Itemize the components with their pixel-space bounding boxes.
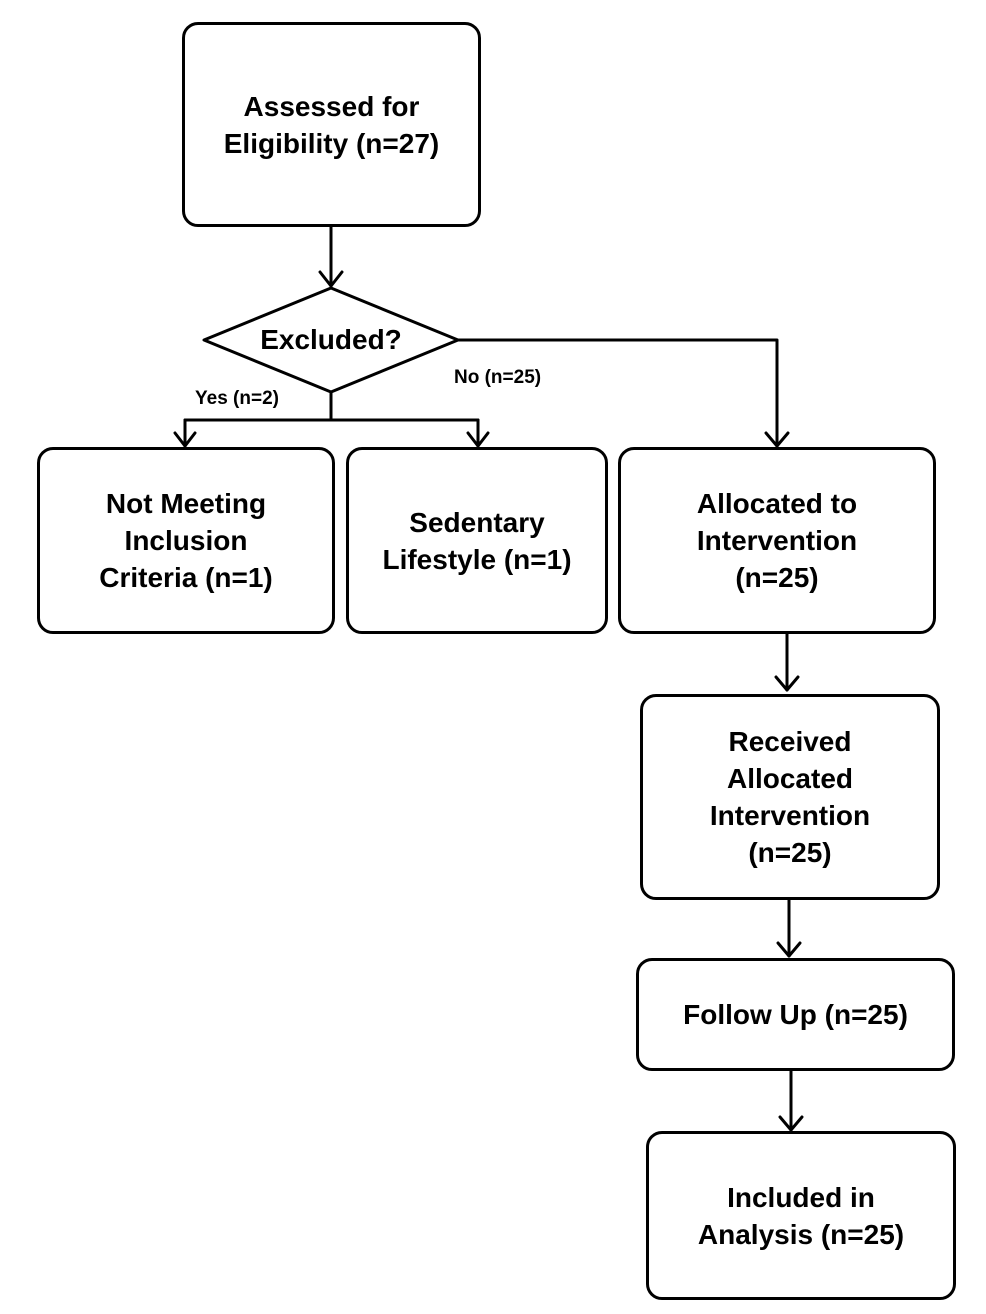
not-meeting-box: Not Meeting Inclusion Criteria (n=1): [37, 447, 335, 634]
follow-up-box: Follow Up (n=25): [636, 958, 955, 1071]
arrow-to-received: [774, 675, 800, 692]
arrow-to-not-meeting: [173, 431, 197, 448]
included-box: Included in Analysis (n=25): [646, 1131, 956, 1300]
sedentary-box: Sedentary Lifestyle (n=1): [346, 447, 608, 634]
arrow-to-allocated: [764, 431, 790, 448]
sedentary-label: Sedentary Lifestyle (n=1): [382, 506, 572, 575]
allocated-label: Allocated to Intervention (n=25): [696, 488, 858, 593]
not-meeting-label: Not Meeting Inclusion Criteria (n=1): [99, 488, 273, 593]
arrow-to-sedentary: [466, 431, 490, 448]
received-label: Received Allocated Intervention (n=25): [709, 726, 871, 868]
assessed-box: Assessed for Eligibility (n=27): [182, 22, 481, 227]
no-branch-label: No (n=25): [454, 367, 542, 388]
received-box: Received Allocated Intervention (n=25): [640, 694, 940, 900]
no-branch-line: [456, 338, 779, 448]
follow-up-label: Follow Up (n=25): [683, 999, 908, 1030]
included-label: Included in Analysis (n=25): [697, 1181, 905, 1250]
arrow-to-included: [778, 1115, 804, 1132]
allocated-box: Allocated to Intervention (n=25): [618, 447, 936, 634]
arrow-to-follow-up: [776, 941, 802, 958]
assessed-label: Assessed for Eligibility (n=27): [223, 90, 440, 159]
yes-branch-label: Yes (n=2): [195, 388, 279, 409]
decision-label: Excluded?: [260, 324, 402, 355]
